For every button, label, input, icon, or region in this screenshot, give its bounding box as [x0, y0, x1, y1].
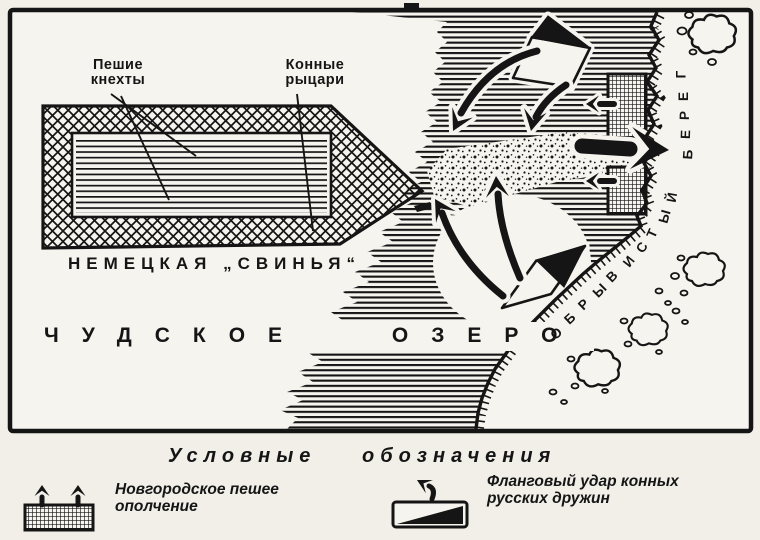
- mounted-knights-line2: рыцари: [285, 72, 345, 89]
- legend-flank-line2: русских дружин: [487, 490, 610, 507]
- foot-knechts-label: Пешие кнехты: [82, 57, 154, 89]
- shore-letter: Е: [676, 91, 692, 102]
- german-pig-wedge: [41, 104, 433, 250]
- legend-title: Условные обозначения: [168, 445, 557, 467]
- wedge-tip-dash: [414, 202, 433, 212]
- shore-letter: Р: [676, 110, 693, 121]
- foot-knechts-line1: Пешие: [92, 57, 144, 73]
- shoreline: [474, 11, 668, 430]
- legend-militia-line1: Новгородское пешее: [115, 481, 279, 498]
- foot-knechts-line2: кнехты: [90, 72, 146, 89]
- leader-lines: [110, 93, 314, 232]
- bush-icon: [687, 13, 738, 55]
- shore-letter: Б: [680, 149, 696, 160]
- print-artifact-tick: [404, 3, 419, 9]
- legend-militia-symbol: [23, 503, 95, 532]
- mounted-knights-label: Конные рыцари: [280, 57, 350, 89]
- cavalry-banner-south: [497, 241, 590, 313]
- shore-letter: Е: [677, 129, 694, 140]
- german-pig-label: НЕМЕЦКАЯ „СВИНЬЯ“: [68, 254, 361, 273]
- legend-militia-line2: ополчение: [115, 498, 198, 515]
- legend-flank-line1: Фланговый удар конных: [487, 473, 679, 490]
- bush-icon: [627, 312, 669, 347]
- bush-icon: [682, 251, 726, 288]
- legend-item-militia: Новгородское пешее ополчение: [115, 481, 279, 515]
- mounted-knights-line1: Конные: [285, 57, 345, 73]
- shore-bushes: [548, 11, 738, 405]
- lake-name-label: ЧУДСКОЕ ОЗЕРО: [38, 322, 595, 352]
- foot-knechts-area: [76, 137, 327, 213]
- legend-item-flank-strike: Фланговый удар конных русских дружин: [487, 473, 679, 507]
- shore-letter: Г: [673, 70, 689, 79]
- legend-flank-strike-symbol: [391, 500, 469, 529]
- bush-icon: [573, 348, 622, 388]
- militia-rect-south: [606, 165, 648, 216]
